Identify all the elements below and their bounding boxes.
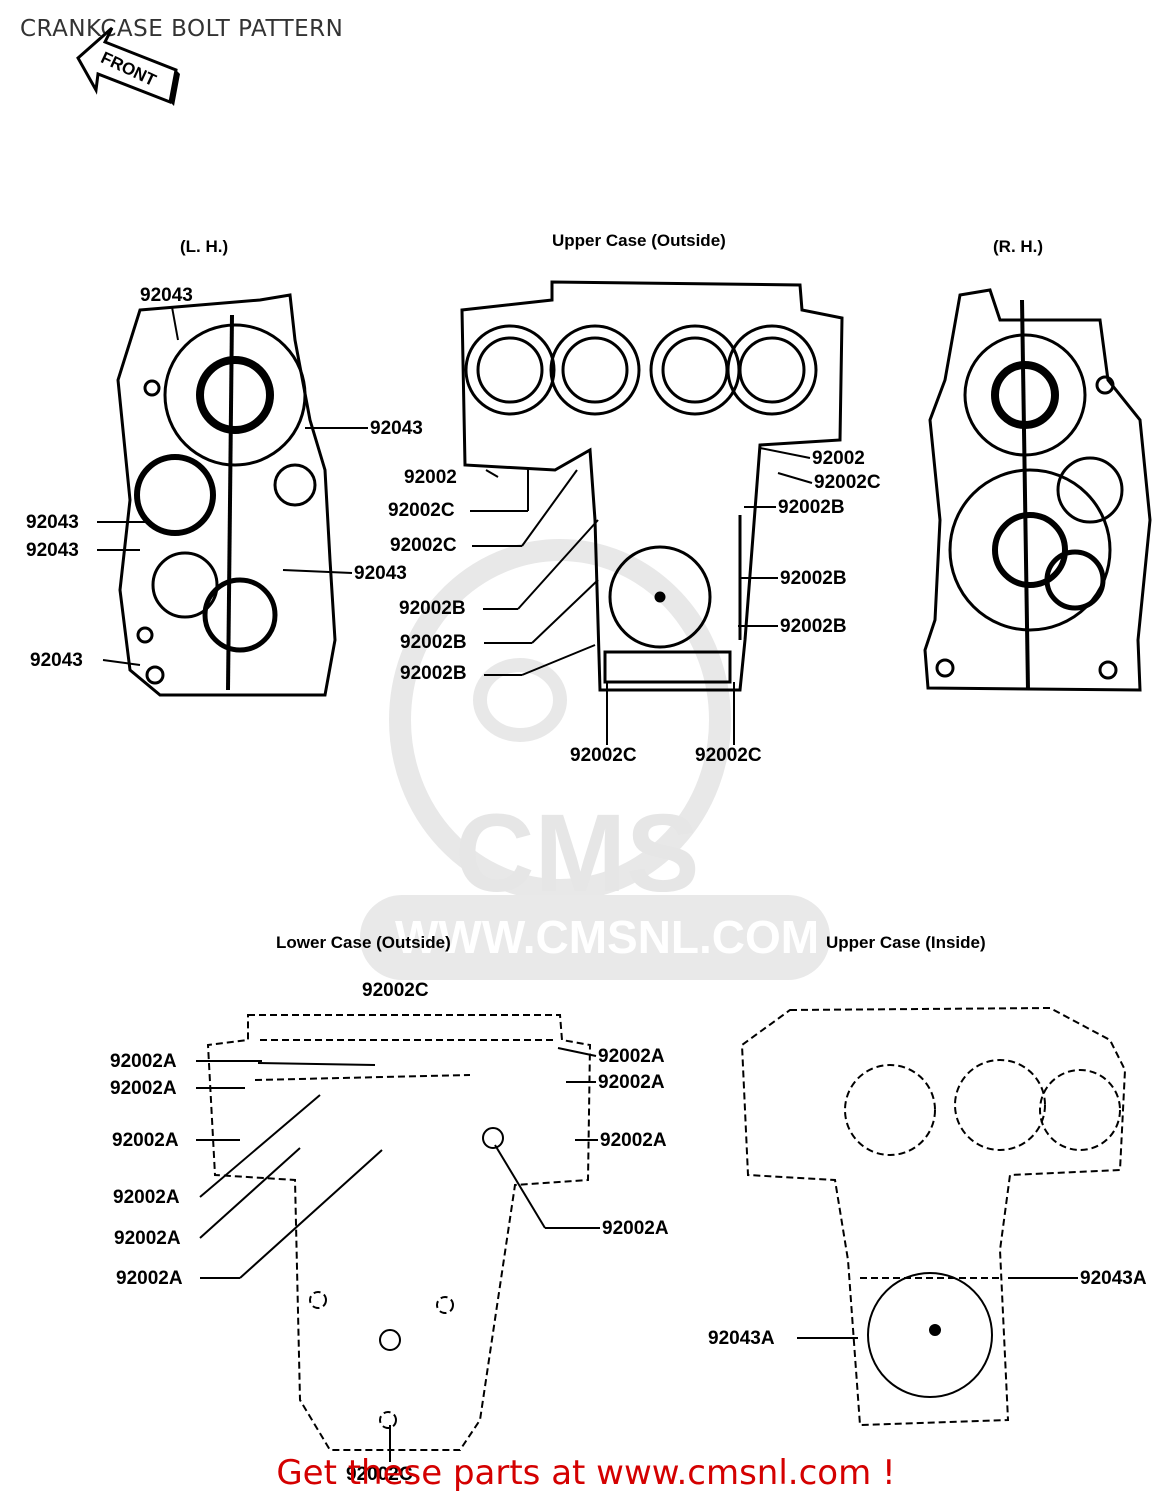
- lh-case-drawing: [116, 293, 337, 697]
- rh-case-drawing: [923, 288, 1152, 692]
- callout-lh-1: 92043: [140, 285, 193, 306]
- callout-lower-5: 92002A: [113, 1187, 180, 1208]
- callout-upper-11: 92002B: [778, 497, 845, 518]
- callout-lower-7: 92002A: [116, 1268, 183, 1289]
- callout-upper-12: 92002B: [780, 568, 847, 589]
- callout-inside-1: 92043A: [1080, 1268, 1147, 1289]
- callout-lower-12: 92002C: [346, 1464, 413, 1485]
- callout-lower-2: 92002A: [110, 1051, 177, 1072]
- footer-link[interactable]: Get these parts at www.cmsnl.com !: [276, 1453, 896, 1493]
- view-title-lower-outside: Lower Case (Outside): [276, 933, 451, 952]
- leader-lines: [97, 306, 1078, 1462]
- callout-upper-5: 92002B: [400, 632, 467, 653]
- view-title-rh: (R. H.): [993, 237, 1044, 256]
- callout-upper-8: 92002C: [695, 745, 762, 766]
- watermark-logo: CMS: [455, 792, 700, 915]
- callout-upper-10: 92002C: [814, 472, 881, 493]
- callout-lower-4: 92002A: [112, 1130, 179, 1151]
- callout-lh-6: 92043: [30, 650, 83, 671]
- callout-upper-7: 92002C: [570, 745, 637, 766]
- view-title-upper-inside: Upper Case (Inside): [826, 933, 986, 952]
- callout-upper-2: 92002C: [388, 500, 455, 521]
- callout-lower-11: 92002A: [602, 1218, 669, 1239]
- callout-upper-1: 92002: [404, 467, 457, 488]
- callout-upper-6: 92002B: [400, 663, 467, 684]
- callout-lower-10: 92002A: [600, 1130, 667, 1151]
- callout-inside-2: 92043A: [708, 1328, 775, 1349]
- callout-lh-3: 92043: [26, 512, 79, 533]
- callout-upper-9: 92002: [812, 448, 865, 469]
- callout-lower-9: 92002A: [598, 1072, 665, 1093]
- page-title: CRANKCASE BOLT PATTERN: [20, 16, 344, 42]
- callout-upper-4: 92002B: [399, 598, 466, 619]
- watermark-url: WWW.CMSNL.COM: [395, 911, 820, 963]
- callout-lh-5: 92043: [354, 563, 407, 584]
- callout-lower-8: 92002A: [598, 1046, 665, 1067]
- upper-outside-case-drawing: [460, 280, 844, 692]
- callout-upper-3: 92002C: [390, 535, 457, 556]
- callout-lh-4: 92043: [26, 540, 79, 561]
- callout-lower-3: 92002A: [110, 1078, 177, 1099]
- callout-upper-13: 92002B: [780, 616, 847, 637]
- view-title-lh: (L. H.): [180, 237, 229, 256]
- callout-lh-2: 92043: [370, 418, 423, 439]
- callout-lower-6: 92002A: [114, 1228, 181, 1249]
- lower-outside-case-drawing: [206, 1014, 592, 1451]
- callout-lower-1: 92002C: [362, 980, 429, 1001]
- upper-inside-case-drawing: [740, 1006, 1127, 1427]
- view-title-upper-outside: Upper Case (Outside): [552, 231, 726, 250]
